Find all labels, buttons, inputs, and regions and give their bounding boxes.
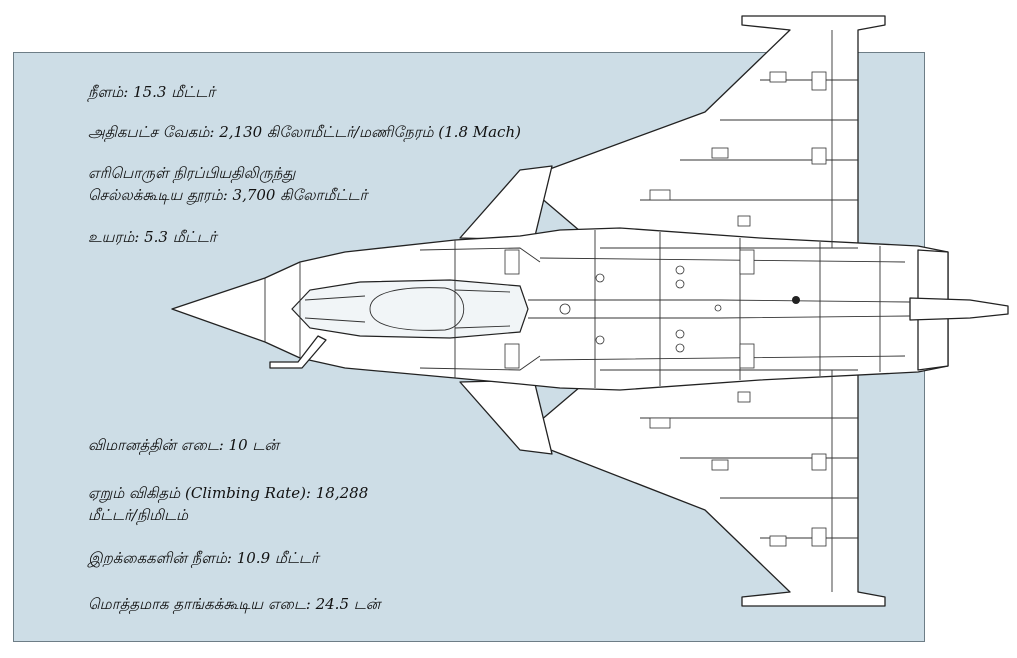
spec-climb-line2: மீட்டர்/நிமிடம் — [88, 506, 189, 524]
spec-range-line1: எரிபொருள் நிரப்பியதிலிருந்து — [88, 164, 296, 182]
lower-canard — [459, 379, 553, 455]
spec-height: உயரம்: 5.3 மீட்டர் — [88, 228, 217, 246]
spec-weight: விமானத்தின் எடை: 10 டன் — [88, 436, 279, 454]
spec-wingspan: இறக்கைகளின் நீளம்: 10.9 மீட்டர் — [88, 549, 319, 567]
lower-engine-exhaust — [917, 315, 949, 371]
upper-wing — [519, 15, 886, 249]
canopy — [291, 279, 529, 339]
spec-max-speed: அதிகபட்ச வேகம்: 2,130 கிலோமீட்டர்/மணிநேர… — [88, 123, 521, 141]
spec-max-takeoff-weight: மொத்தமாக தாங்கக்கூடிய எடை: 24.5 டன் — [88, 595, 381, 613]
upper-canard — [459, 165, 553, 241]
spec-climb-line1: ஏறும் விகிதம் (Climbing Rate): 18,288 — [88, 484, 369, 502]
tail-cone — [909, 297, 1009, 321]
lower-wing — [519, 369, 886, 607]
refuel-probe — [269, 335, 327, 369]
upper-engine-exhaust — [917, 249, 949, 303]
spec-length: நீளம்: 15.3 மீட்டர் — [88, 83, 216, 101]
spec-climb-rate: ஏறும் விகிதம் (Climbing Rate): 18,288 மீ… — [88, 482, 368, 526]
spec-range: எரிபொருள் நிரப்பியதிலிருந்து செல்லக்கூடி… — [88, 162, 367, 206]
spec-range-line2: செல்லக்கூடிய தூரம்: 3,700 கிலோமீட்டர் — [88, 186, 368, 204]
